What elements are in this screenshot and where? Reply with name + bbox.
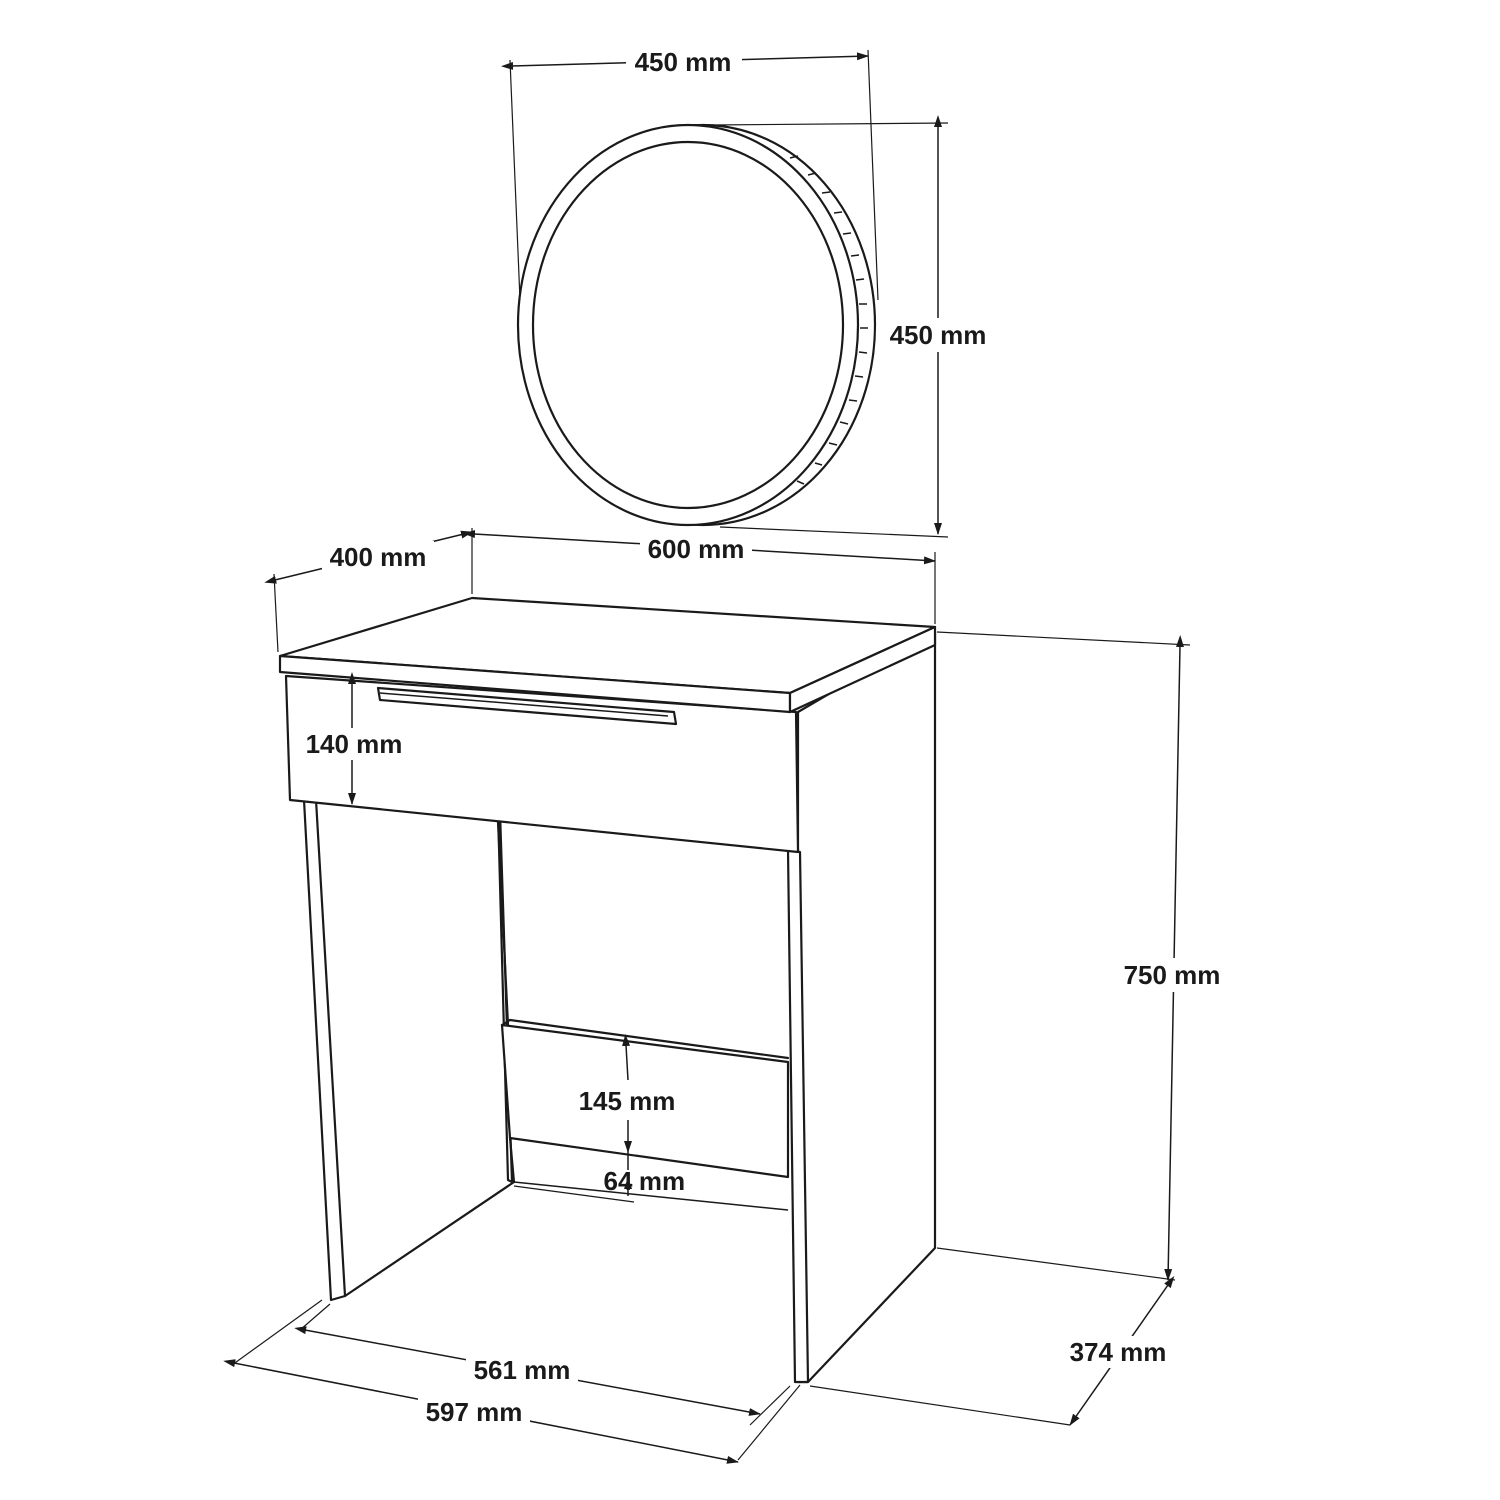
label-shelf-gap-unit: mm xyxy=(639,1166,685,1196)
label-table-height: 750 mm xyxy=(1124,960,1221,990)
dimension-labels: 450 mm 450 mm 400 mm 600 mm 140 mm 750 m… xyxy=(300,46,1226,1428)
floor-back xyxy=(513,1181,789,1211)
mirror-rim-hatch xyxy=(789,155,868,485)
label-drawer-height: 140 mm xyxy=(306,729,403,759)
dressing-table xyxy=(278,596,937,1384)
label-inner-width: 561 mm xyxy=(474,1355,571,1385)
mirror-frame xyxy=(516,123,860,527)
label-mirror-width: 450 mm xyxy=(635,47,732,77)
label-side-depth: 374 mm xyxy=(1070,1337,1167,1367)
label-shelf-height: 145 mm xyxy=(579,1086,676,1116)
label-table-depth: 400 mm xyxy=(330,542,427,572)
table-top-side-edge xyxy=(788,625,937,714)
label-base-width: 597 mm xyxy=(426,1397,523,1427)
label-mirror-height: 450 mm xyxy=(890,320,987,350)
table-left-side xyxy=(302,798,347,1302)
mirror-glass xyxy=(531,140,845,510)
drawer-handle xyxy=(376,686,678,726)
round-mirror xyxy=(516,123,877,527)
table-right-side xyxy=(796,630,937,1384)
floor-left xyxy=(343,1180,516,1298)
label-table-width: 600 mm xyxy=(648,534,745,564)
dim-shelf-height-top xyxy=(622,1034,631,1081)
label-shelf-gap: 64 xyxy=(604,1166,633,1196)
